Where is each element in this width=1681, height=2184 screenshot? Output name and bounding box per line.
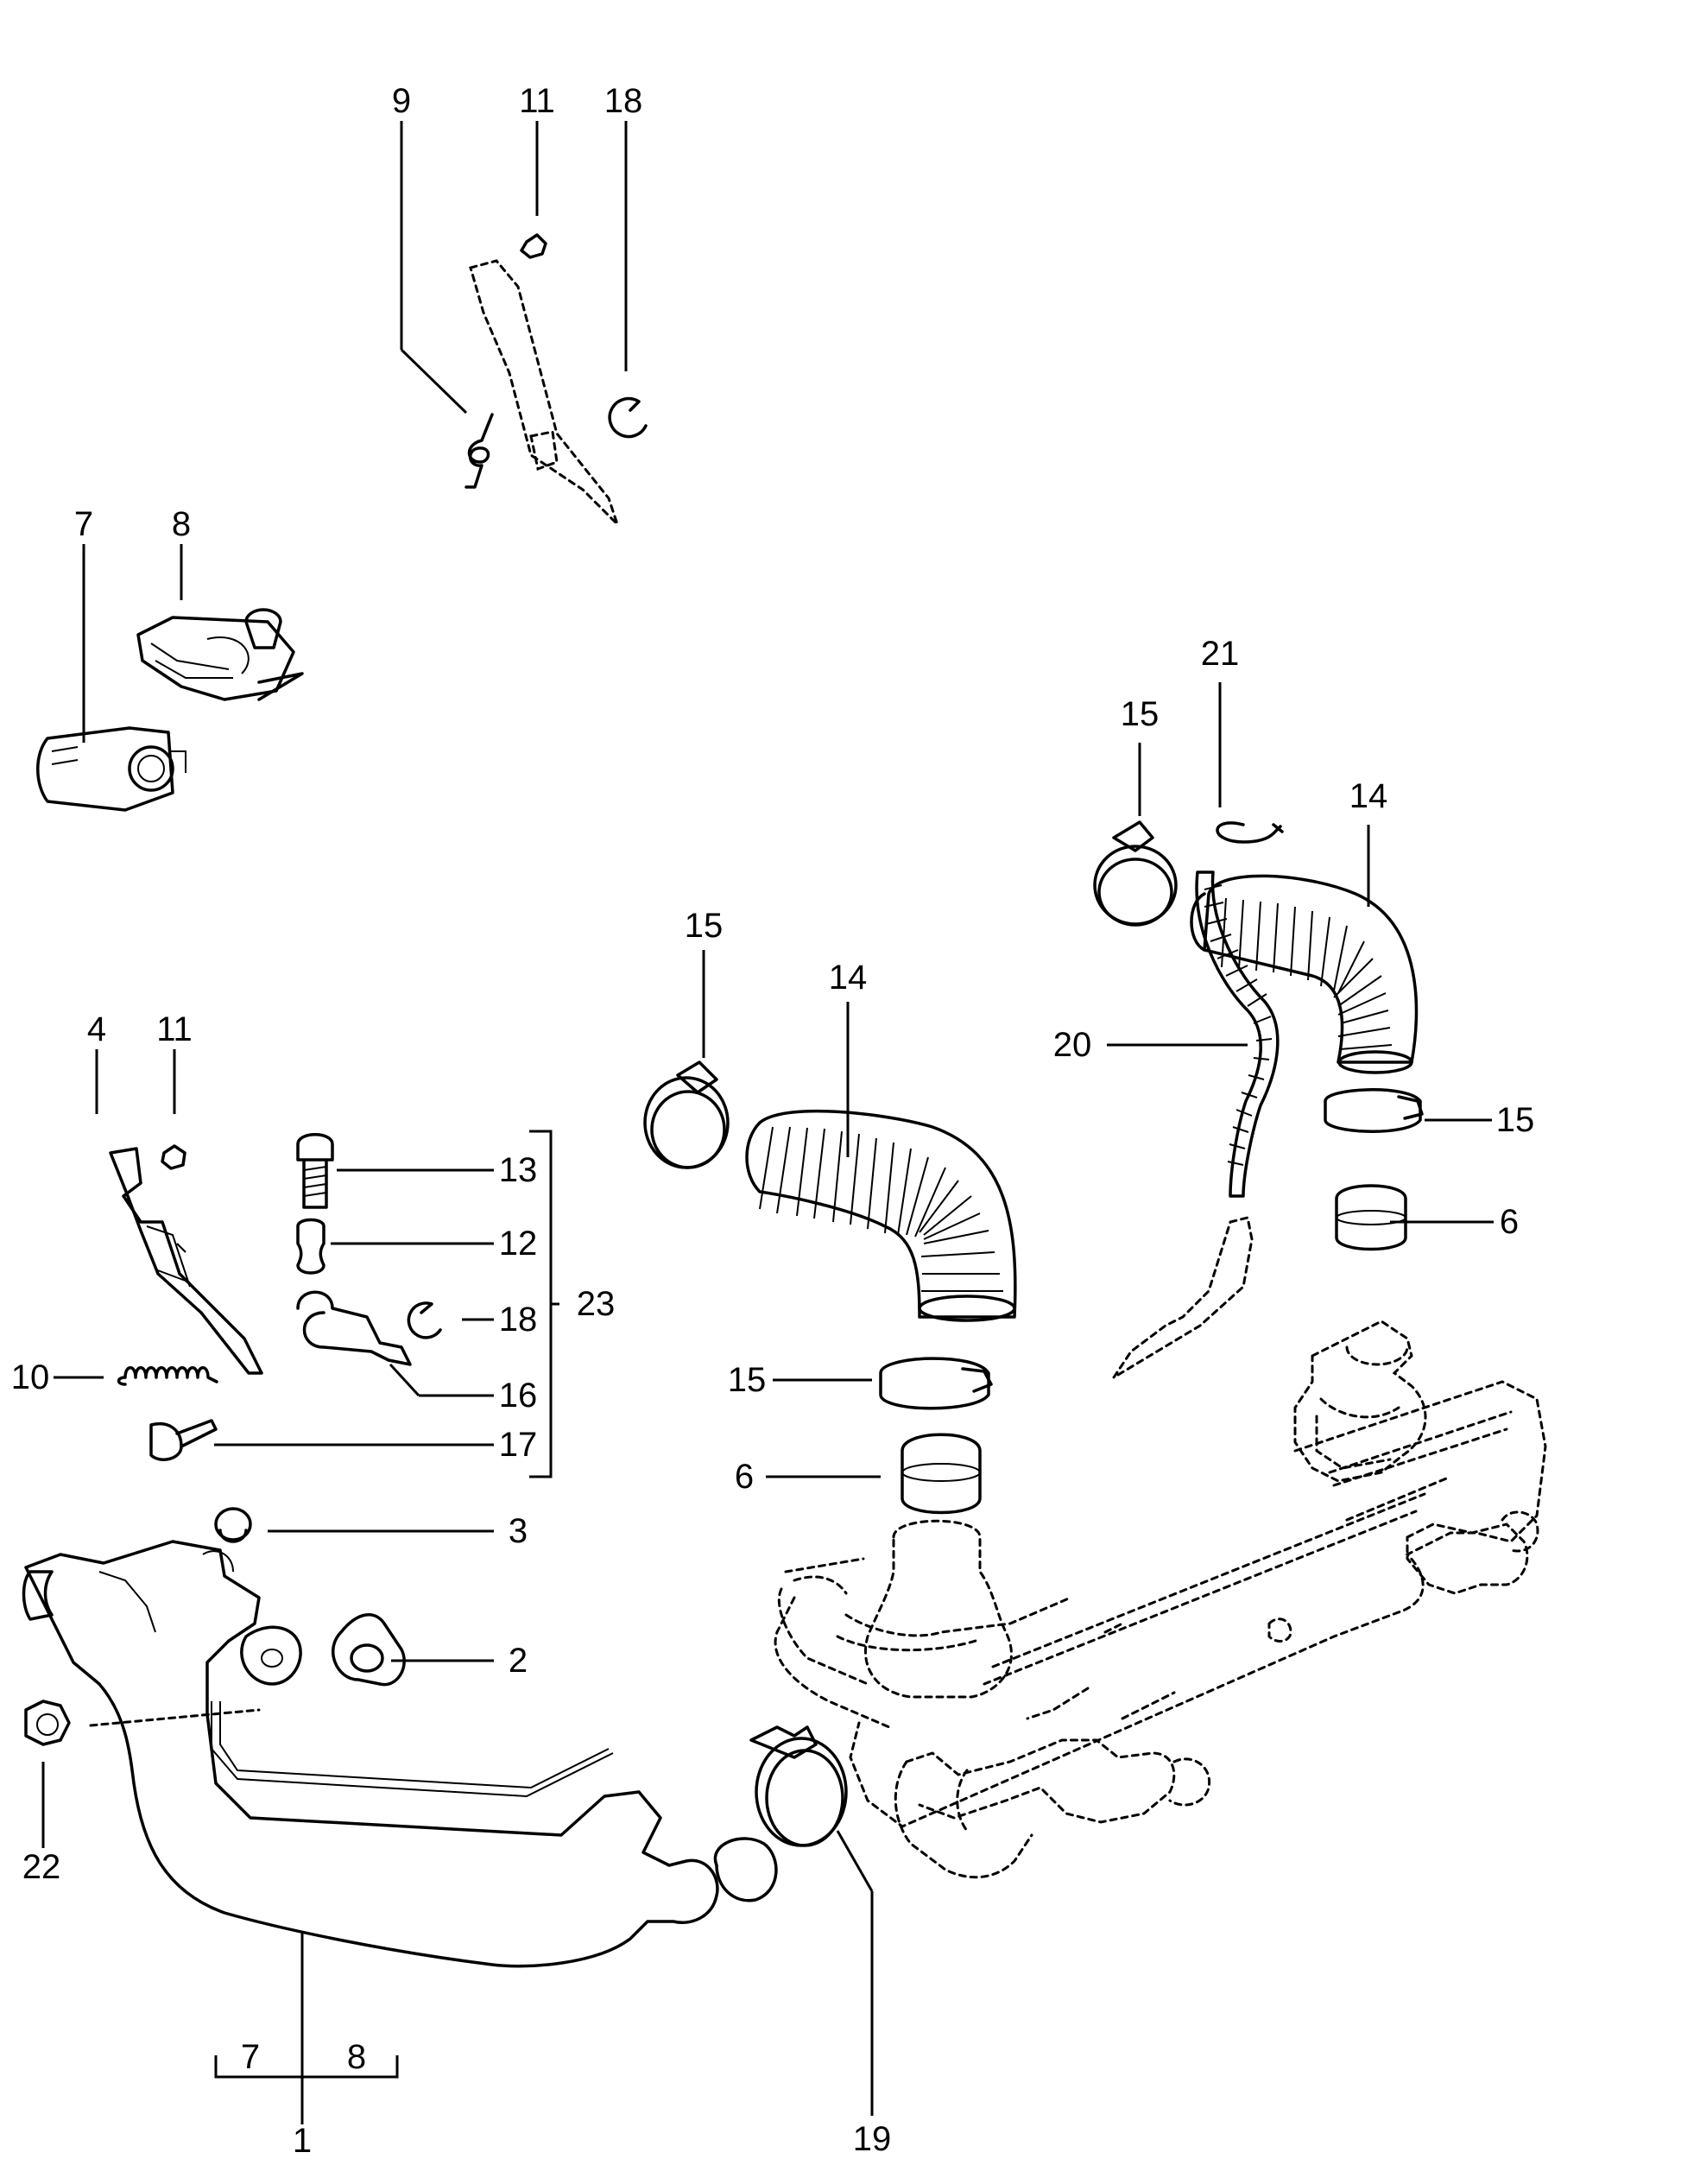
callout-7: 7 [74,505,93,543]
callout-15: 15 [728,1361,767,1399]
bracket-1 [214,2055,399,2079]
callout-11: 11 [519,82,555,120]
hose-clamp-15-center-lower [879,1357,993,1410]
callout-4: 4 [87,1010,106,1048]
callout-21: 21 [1201,635,1240,673]
bushing-3 [214,1507,252,1543]
spring-9 [464,413,494,489]
callout-15: 15 [1496,1101,1535,1139]
bolt-13 [296,1133,334,1209]
control-valve-8 [136,608,304,701]
heat-exchanger-pipe [22,1507,778,2124]
callout-6: 6 [1500,1203,1519,1241]
star-clip-11 [520,233,547,259]
callout-6: 6 [735,1458,754,1496]
kit-bracket-23 [529,1130,559,1478]
callout-16: 16 [499,1377,538,1415]
callout-1: 1 [293,2122,312,2160]
linkage-kit [54,1049,559,1478]
callout-22: 22 [22,1848,61,1886]
callout-15: 15 [685,907,724,945]
spring-10 [117,1366,218,1386]
callout-12: 12 [499,1225,538,1263]
star-clip-11-lower [161,1144,186,1170]
callout-15: 15 [1121,695,1160,733]
sleeve-6-center [901,1433,982,1515]
pipe-clamp-19 [749,1725,874,2116]
corrugated-hose-14-center [745,1109,1017,1322]
engine-housing-outline [774,1320,1547,1879]
heat-exchanger-1 [24,1540,719,1968]
lever-16 [296,1290,412,1366]
callout-11: 11 [156,1010,193,1048]
corrugated-hose-14-upper [1190,874,1419,1074]
hose-clamp-15-right [1324,1088,1424,1133]
callout-labels: 9 11 18 7 8 21 15 14 15 14 20 15 6 4 11 … [11,82,1535,2160]
circlip-18 [608,396,648,439]
callout-9: 9 [392,82,411,120]
control-units [36,544,304,812]
callout-14: 14 [1349,777,1388,815]
callout-2: 2 [509,1642,528,1680]
hose-clamp-15-center-upper [643,1060,730,1169]
gasket-2 [332,1613,406,1687]
callout-7: 7 [241,2038,260,2076]
bush-12 [296,1218,325,1275]
callout-20: 20 [1053,1026,1092,1064]
callout-18: 18 [499,1301,538,1339]
clevis-pin-17 [149,1419,218,1461]
callout-8: 8 [172,505,191,543]
hose-clamp-15-upper [1093,820,1178,927]
callout-17: 17 [499,1426,538,1464]
control-valve-7 [36,726,174,812]
lever-assembly [400,121,648,526]
sleeve-6-right [1335,1184,1407,1251]
nut-22 [24,1700,71,1746]
callout-19: 19 [853,2120,892,2158]
callout-23: 23 [577,1285,616,1323]
wire-clip-21 [1216,821,1284,844]
center-hose-assembly [643,950,1017,1515]
bracket-4 [109,1147,263,1375]
callout-13: 13 [499,1151,538,1189]
callout-8: 8 [347,2038,366,2076]
right-hose-assembly [1093,682,1494,1379]
corrugated-tube-20 [1112,870,1280,1379]
callout-3: 3 [509,1512,528,1550]
callout-18: 18 [604,82,643,120]
circlip-18-lower [407,1301,442,1339]
lever-outline [469,259,619,526]
callout-14: 14 [829,959,868,997]
callout-10: 10 [11,1358,50,1396]
